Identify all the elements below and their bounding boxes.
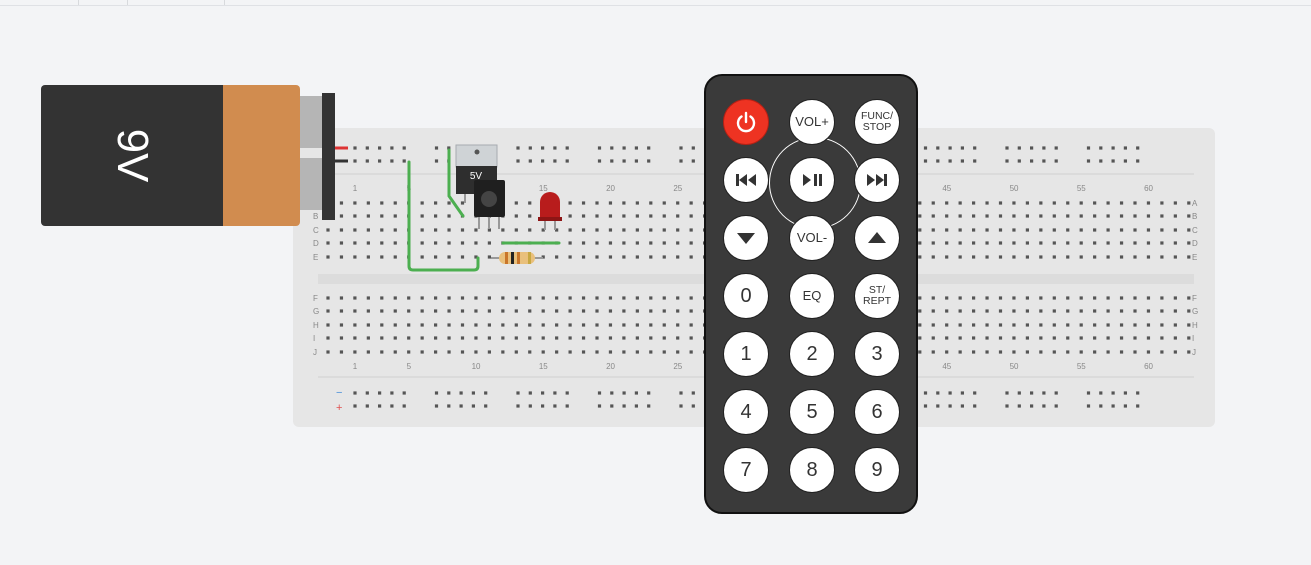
ir-remote[interactable]: VOL+ FUNC/STOP VOL- 0 <box>704 74 918 514</box>
column-number: 45 <box>942 184 951 193</box>
row-letter: H <box>1192 321 1198 330</box>
column-number: 20 <box>606 362 615 371</box>
rail-plus-label: + <box>336 402 342 414</box>
play-pause-button[interactable] <box>789 157 835 203</box>
st-rept-button[interactable]: ST/REPT <box>854 273 900 319</box>
eq-button[interactable]: EQ <box>789 273 835 319</box>
row-letter: E <box>1192 253 1197 262</box>
row-letter: G <box>313 307 319 316</box>
eight-button[interactable]: 8 <box>789 447 835 493</box>
battery-connector[interactable] <box>300 93 348 220</box>
func-stop-button[interactable]: FUNC/STOP <box>854 99 900 145</box>
seven-label: 7 <box>740 458 752 481</box>
up-button[interactable] <box>854 215 900 261</box>
row-letter: D <box>313 239 319 248</box>
row-letter: D <box>1192 239 1198 248</box>
two-button[interactable]: 2 <box>789 331 835 377</box>
voltage-regulator[interactable]: 5V <box>455 144 498 203</box>
toolbar-divider <box>224 0 225 5</box>
row-letter: B <box>313 212 318 221</box>
func-stop-label: FUNC/STOP <box>860 109 894 133</box>
column-number: 5 <box>407 362 412 371</box>
four-label: 4 <box>740 400 752 423</box>
column-number: 45 <box>942 362 951 371</box>
column-number: 15 <box>539 362 548 371</box>
column-number: 25 <box>673 362 682 371</box>
power-icon <box>736 111 756 133</box>
column-number: 50 <box>1010 184 1019 193</box>
ir-receiver[interactable] <box>474 180 505 229</box>
row-letter: G <box>1192 307 1198 316</box>
eq-label: EQ <box>802 288 822 304</box>
column-number: 50 <box>1010 362 1019 371</box>
nine-button[interactable]: 9 <box>854 447 900 493</box>
column-number: 55 <box>1077 362 1086 371</box>
resistor[interactable] <box>491 252 543 264</box>
column-number: 60 <box>1144 184 1153 193</box>
skip-back-icon <box>736 174 756 186</box>
toolbar-divider <box>127 0 128 5</box>
column-number: 1 <box>353 184 358 193</box>
row-letter: F <box>313 294 318 303</box>
skip-back-button[interactable] <box>723 157 769 203</box>
vol-down-button[interactable]: VOL- <box>789 215 835 261</box>
red-led[interactable] <box>538 192 562 230</box>
five-button[interactable]: 5 <box>789 389 835 435</box>
two-label: 2 <box>806 342 818 365</box>
column-number: 15 <box>539 184 548 193</box>
four-button[interactable]: 4 <box>723 389 769 435</box>
toolbar-divider <box>78 0 79 5</box>
regulator-label: 5V <box>470 171 483 182</box>
triangle-up-icon <box>868 232 886 243</box>
rail-minus-label: − <box>336 387 342 399</box>
vol-down-label: VOL- <box>796 230 828 246</box>
row-letter: B <box>1192 212 1197 221</box>
regulator-wire[interactable] <box>447 148 465 218</box>
battery-body <box>41 85 224 226</box>
one-button[interactable]: 1 <box>723 331 769 377</box>
nine-label: 9 <box>871 458 883 481</box>
row-letter: J <box>313 348 317 357</box>
six-button[interactable]: 6 <box>854 389 900 435</box>
column-number: 55 <box>1077 184 1086 193</box>
one-label: 1 <box>740 342 752 365</box>
row-letter: I <box>313 334 315 343</box>
top-toolbar-edge <box>0 0 1311 6</box>
battery-label: 9V <box>108 128 158 183</box>
battery-cap <box>223 85 300 226</box>
battery-9v[interactable]: 9V <box>41 85 301 226</box>
row-letter: F <box>1192 294 1197 303</box>
vol-up-button[interactable]: VOL+ <box>789 99 835 145</box>
vol-up-label: VOL+ <box>795 114 829 130</box>
six-label: 6 <box>871 400 883 423</box>
row-letter: C <box>313 226 319 235</box>
row-letter: H <box>313 321 319 330</box>
zero-button[interactable]: 0 <box>723 273 769 319</box>
row-letter: A <box>1192 199 1198 208</box>
zero-label: 0 <box>740 284 752 307</box>
column-number: 1 <box>353 362 358 371</box>
power-button[interactable] <box>723 99 769 145</box>
row-letter: I <box>1192 334 1194 343</box>
row-letter: J <box>1192 348 1196 357</box>
skip-forward-button[interactable] <box>854 157 900 203</box>
row-letter: C <box>1192 226 1198 235</box>
column-number: 10 <box>472 362 481 371</box>
three-button[interactable]: 3 <box>854 331 900 377</box>
ground-wire[interactable] <box>407 160 480 272</box>
column-number: 20 <box>606 184 615 193</box>
st-rept-label: ST/REPT <box>862 283 891 307</box>
down-button[interactable] <box>723 215 769 261</box>
column-number: 60 <box>1144 362 1153 371</box>
play-pause-icon <box>803 174 822 186</box>
five-label: 5 <box>806 400 818 423</box>
column-number: 25 <box>673 184 682 193</box>
eight-label: 8 <box>806 458 818 481</box>
seven-button[interactable]: 7 <box>723 447 769 493</box>
triangle-down-icon <box>737 233 755 244</box>
three-label: 3 <box>871 342 883 365</box>
skip-forward-icon <box>867 174 887 186</box>
row-letter: E <box>313 253 318 262</box>
